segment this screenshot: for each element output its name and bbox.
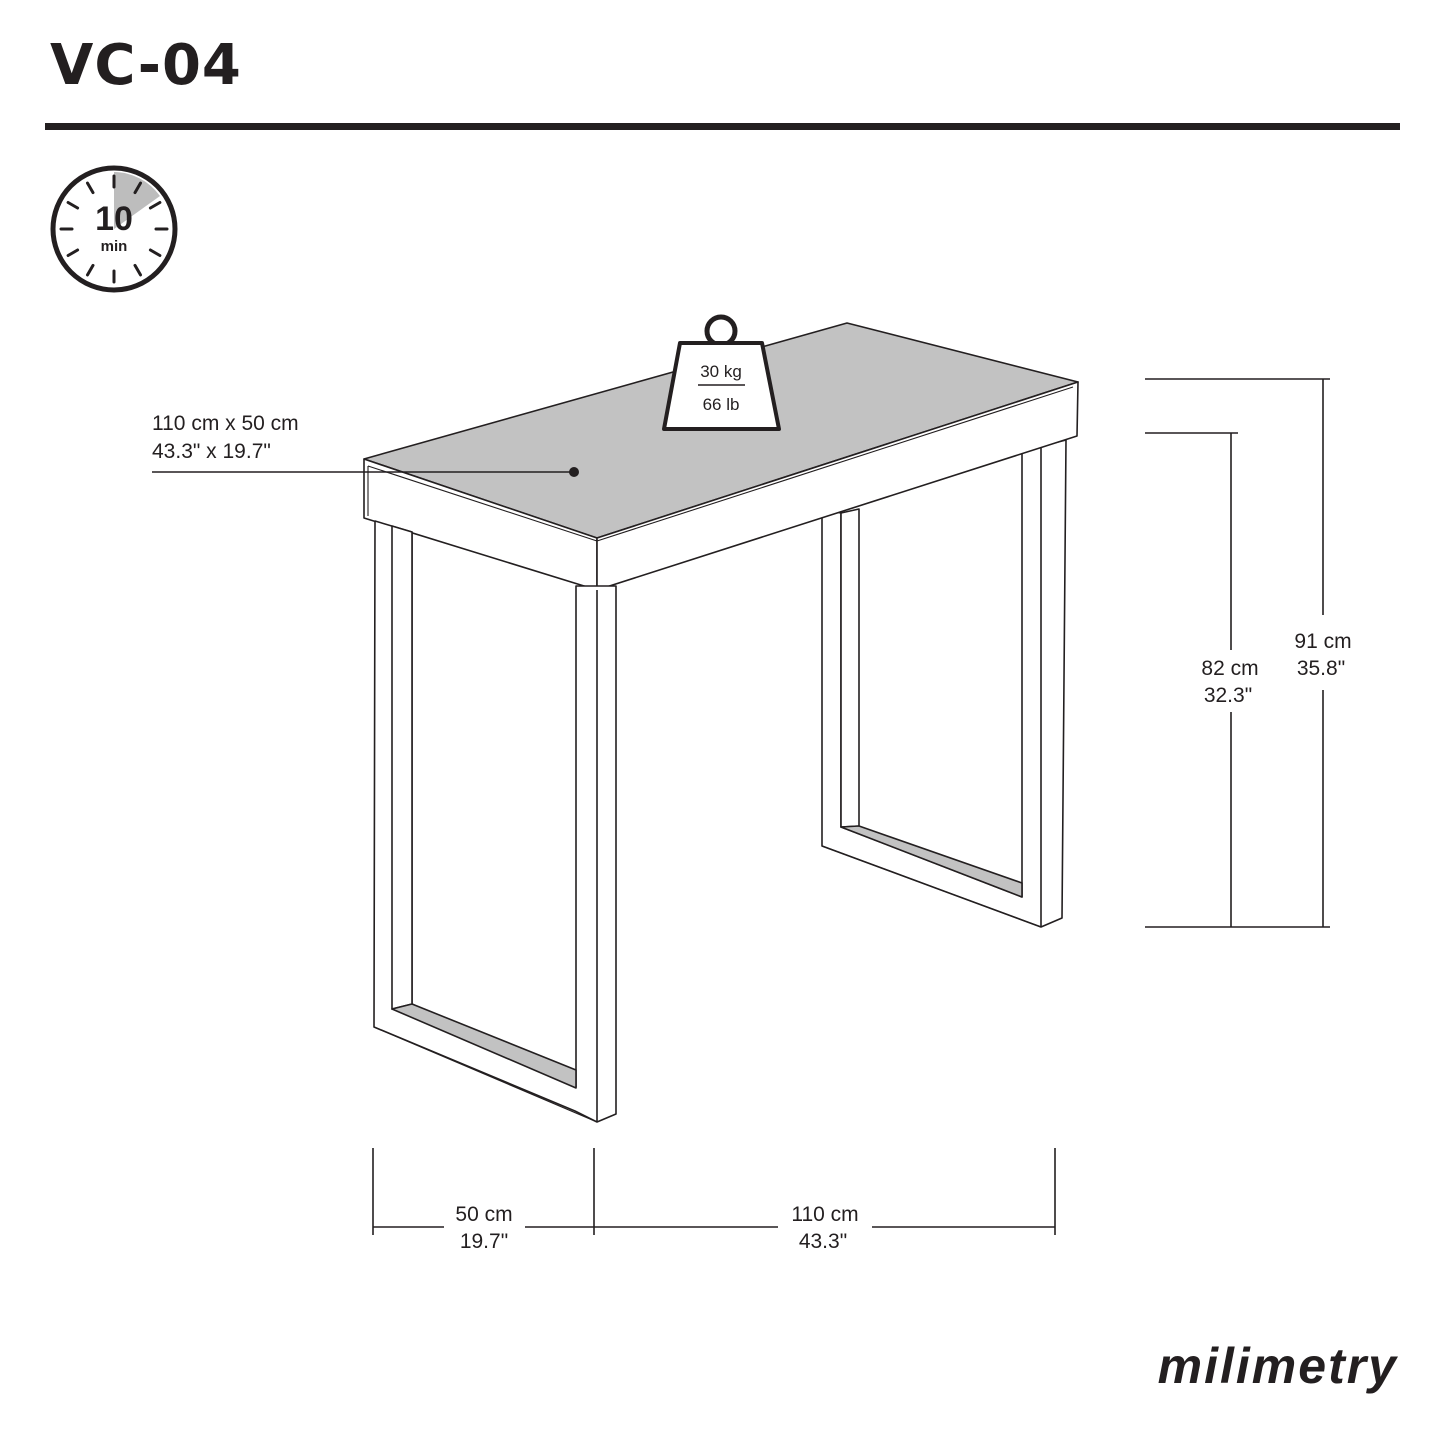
width-imperial: 43.3" xyxy=(799,1230,847,1253)
assembly-time-value: 10 xyxy=(95,200,133,238)
back-leg xyxy=(821,439,1067,928)
depth-metric: 50 cm xyxy=(455,1203,512,1226)
width-metric: 110 cm xyxy=(791,1203,858,1226)
total-height-imperial: 35.8" xyxy=(1297,657,1345,680)
brand-logo: milimetry xyxy=(1158,1338,1399,1394)
leg-height-metric: 82 cm xyxy=(1201,657,1258,680)
product-model-title: VC-04 xyxy=(50,33,242,98)
assembly-time-unit: min xyxy=(101,238,128,255)
weight-capacity-metric: 30 kg xyxy=(700,362,742,381)
total-height-metric: 91 cm xyxy=(1294,630,1351,653)
height-dimension-lines xyxy=(1145,378,1330,928)
assembly-time-clock-icon: 10 min xyxy=(50,165,178,293)
table-illustration xyxy=(363,322,1079,1123)
front-leg xyxy=(373,520,617,1123)
top-dimension-callout: 110 cm x 50 cm 43.3" x 19.7" xyxy=(152,412,579,477)
width-depth-dimension-lines xyxy=(372,1148,1056,1235)
weight-capacity-icon: 30 kg 66 lb xyxy=(662,314,781,431)
weight-capacity-imperial: 66 lb xyxy=(703,395,740,414)
top-dimension-imperial: 43.3" x 19.7" xyxy=(152,440,271,463)
leg-height-imperial: 32.3" xyxy=(1204,684,1252,707)
title-divider xyxy=(45,123,1400,130)
top-dimension-metric: 110 cm x 50 cm xyxy=(152,412,299,435)
depth-imperial: 19.7" xyxy=(460,1230,508,1253)
